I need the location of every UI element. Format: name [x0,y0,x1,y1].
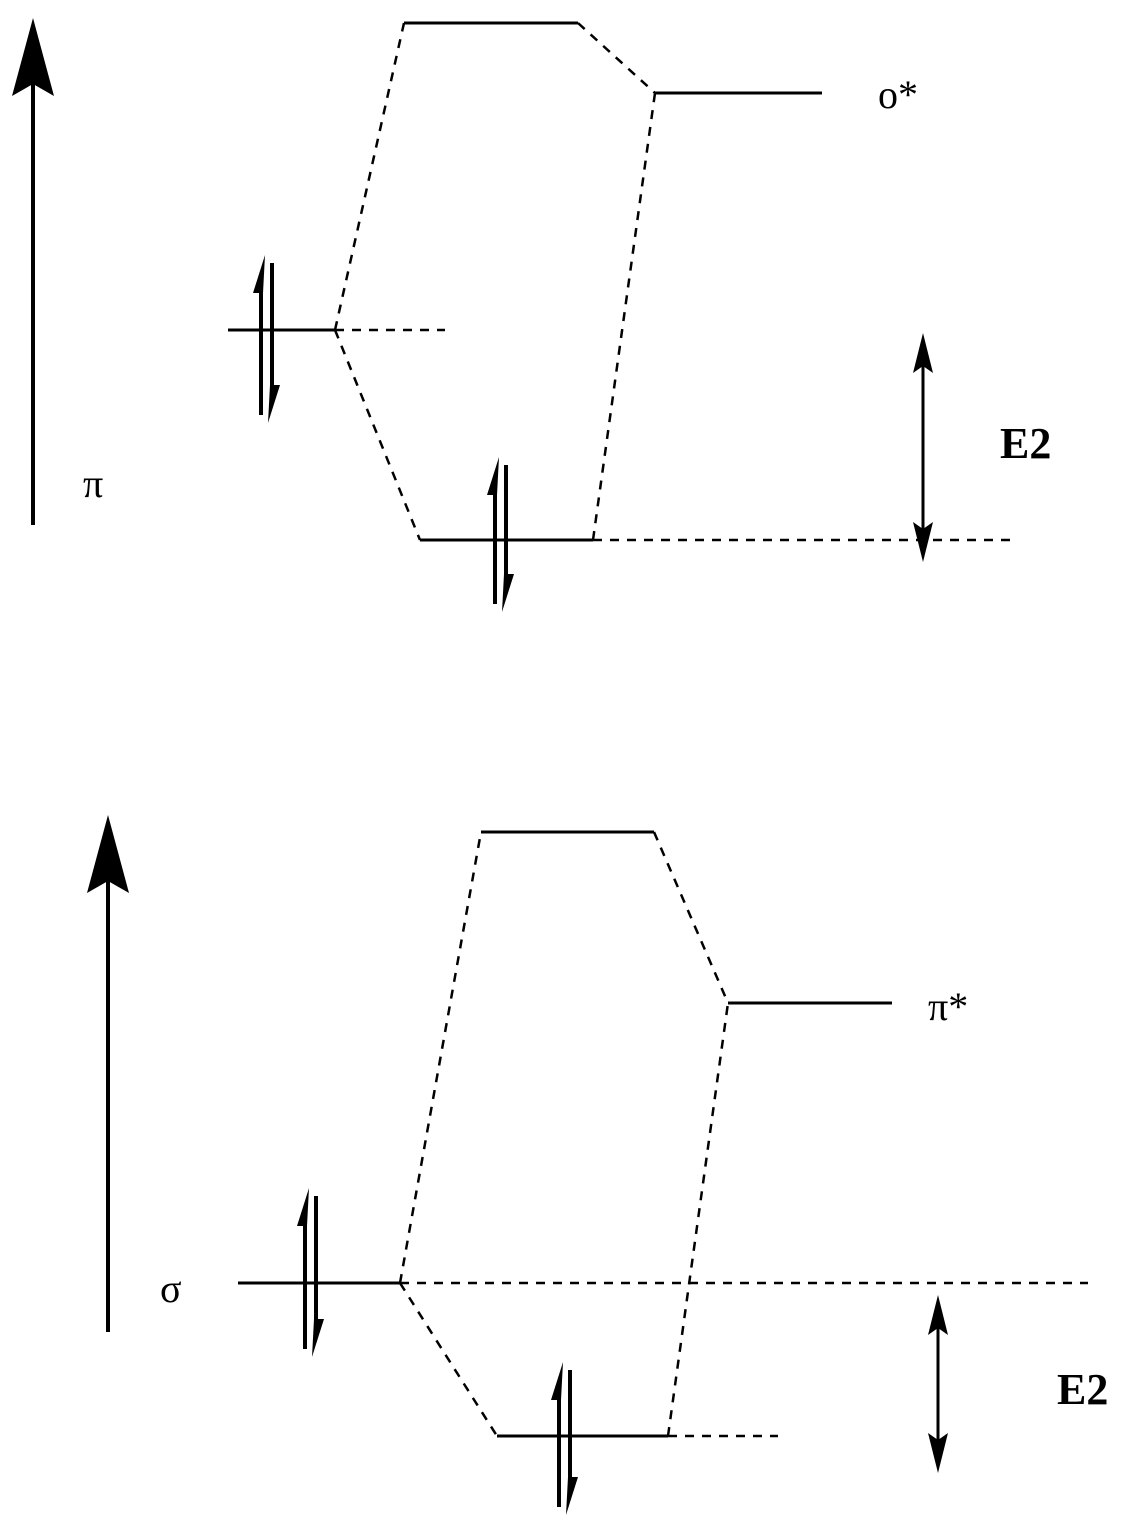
bottom-energy-gap-arrow-up-arrowhead-icon [928,1295,948,1335]
bottom-diagram [87,815,1088,1515]
bottom-correlation-line [398,831,483,1284]
top-energy-axis-arrowhead-icon [12,18,54,96]
top-correlation-line [333,22,406,331]
top-left-level-spin-up-head-icon [253,255,265,293]
top-correlation-line [591,92,657,541]
bottom-energy-gap-arrow-down-arrowhead-icon [928,1433,948,1473]
bottom-bonding-level-spin-up-head-icon [551,1362,563,1400]
top-energy-gap-arrow-down-arrowhead-icon [913,522,933,562]
bottom-correlation-line [666,1002,730,1437]
bottom-correlation-line [398,1282,499,1437]
top-energy-gap-arrow-up-arrowhead-icon [913,333,933,373]
bottom-correlation-line [652,831,730,1004]
bottom-axis-label: σ [160,1266,182,1311]
bottom-left-level-spin-up-head-icon [297,1188,309,1226]
bottom-bonding-level-spin-down-head-icon [566,1477,578,1515]
bottom-antibonding-label: π* [928,984,968,1029]
top-correlation-line [333,329,422,541]
top-antibonding-label: o* [878,72,918,117]
bottom-energy-gap-label: E2 [1057,1365,1108,1414]
top-bonding-level-spin-down-head-icon [502,574,514,612]
top-bonding-level-spin-up-head-icon [487,457,499,495]
bottom-energy-axis-arrowhead-icon [87,815,129,893]
top-correlation-line [577,22,656,94]
top-diagram [12,18,1018,612]
top-energy-gap-label: E2 [1000,419,1051,468]
top-left-level-spin-down-head-icon [268,385,280,423]
bottom-left-level-spin-down-head-icon [312,1319,324,1357]
top-axis-label: π [83,461,103,506]
